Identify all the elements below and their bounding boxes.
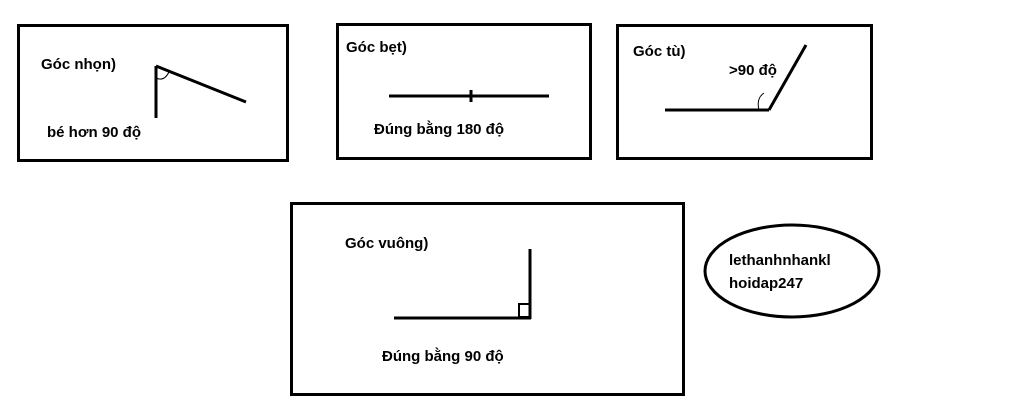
straight-angle-caption: Đúng bằng 180 độ xyxy=(374,121,505,138)
right-angle-panel xyxy=(290,202,685,396)
right-angle-marker xyxy=(518,303,531,318)
obtuse-angle-arc xyxy=(757,92,765,111)
obtuse-angle-title: Góc tù) xyxy=(633,43,686,60)
straight-angle-title: Góc bẹt) xyxy=(346,39,407,56)
acute-angle-panel xyxy=(17,24,289,162)
obtuse-angle-panel xyxy=(616,24,873,160)
obtuse-angle-caption: >90 độ xyxy=(729,62,777,79)
right-angle-title: Góc vuông) xyxy=(345,235,429,252)
right-angle-caption: Đúng bằng 90 độ xyxy=(382,348,504,365)
obtuse-angle-slanted-ray xyxy=(767,44,808,111)
straight-angle-figure xyxy=(389,90,549,102)
straight-angle-panel xyxy=(336,23,592,160)
author-badge-ellipse xyxy=(703,223,881,319)
acute-angle-title: Góc nhọn) xyxy=(41,56,116,73)
acute-angle-slanted-ray xyxy=(155,64,247,104)
acute-angle-figure xyxy=(154,64,247,118)
obtuse-angle-figure xyxy=(665,44,808,112)
acute-angle-caption: bé hơn 90 độ xyxy=(47,124,142,141)
right-angle-figure xyxy=(394,249,532,320)
site-name: hoidap247 xyxy=(729,275,804,292)
author-name: lethanhnhankl xyxy=(729,252,831,269)
acute-angle-arc xyxy=(155,71,170,80)
